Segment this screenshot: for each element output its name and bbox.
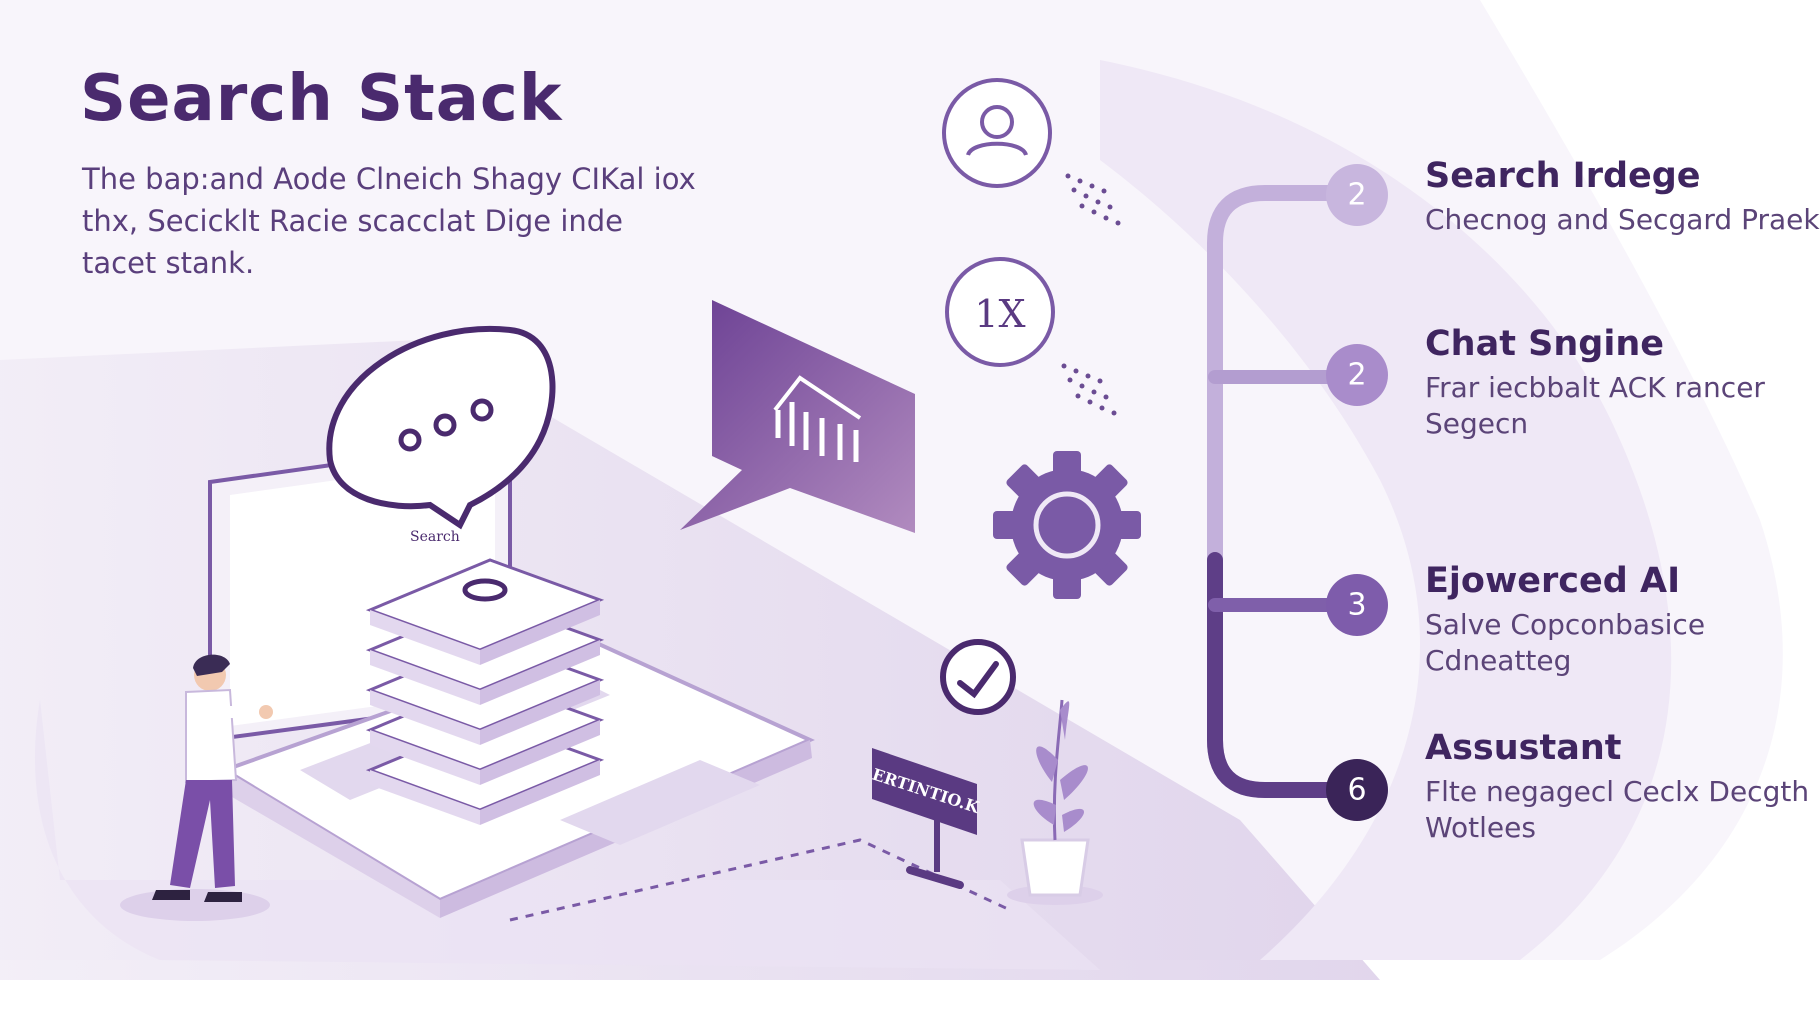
laptop-caption: Search <box>410 529 460 545</box>
step-4: Assustant Flte negagecl Ceclx Decgth Wot… <box>1425 728 1820 846</box>
page-subtitle: The bap:and Aode Clneich Shagy CIKal iox… <box>82 162 696 280</box>
page-title: Search Stack <box>80 62 563 136</box>
step-node-4: 6 <box>1326 759 1388 821</box>
step-4-desc: Flte negagecl Ceclx Decgth Wotlees <box>1425 775 1810 844</box>
chart-card-icon <box>680 300 915 533</box>
step-node-3: 3 <box>1326 574 1388 636</box>
step-node-3-label: 3 <box>1347 588 1366 623</box>
person-icon <box>120 654 273 921</box>
step-node-1: 2 <box>1326 164 1388 226</box>
step-2-desc: Frar iecbbalt ACK rancer Segecn <box>1425 371 1765 440</box>
step-1-title: Search Irdege <box>1425 156 1701 196</box>
plant-icon <box>1007 699 1103 905</box>
step-1-desc: Checnog and Secgard Praeke <box>1425 203 1820 236</box>
step-node-1-label: 2 <box>1347 178 1366 213</box>
step-node-2-label: 2 <box>1347 358 1366 393</box>
chat-bubble-icon <box>326 325 556 530</box>
check-icon <box>940 639 1016 715</box>
step-4-title: Assustant <box>1425 728 1622 768</box>
server-stack-icon <box>365 558 605 825</box>
step-3-desc: Salve Copconbasice Cdneatteg <box>1425 608 1706 677</box>
step-3-title: Ejowerced AI <box>1425 561 1681 601</box>
step-1: Search Irdege Checnog and Secgard Praeke <box>1425 156 1820 238</box>
step-2: Chat Sngine Frar iecbbalt ACK rancer Seg… <box>1425 324 1820 442</box>
step-2-title: Chat Sngine <box>1425 324 1664 364</box>
step-3: Ejowerced AI Salve Copconbasice Cdneatte… <box>1425 561 1820 679</box>
user-icon <box>942 78 1052 188</box>
step-node-2: 2 <box>1326 344 1388 406</box>
ix-badge-icon: 1X <box>945 257 1055 367</box>
ix-badge-text: 1X <box>974 292 1025 336</box>
step-node-4-label: 6 <box>1347 773 1366 808</box>
gear-icon <box>993 451 1141 599</box>
